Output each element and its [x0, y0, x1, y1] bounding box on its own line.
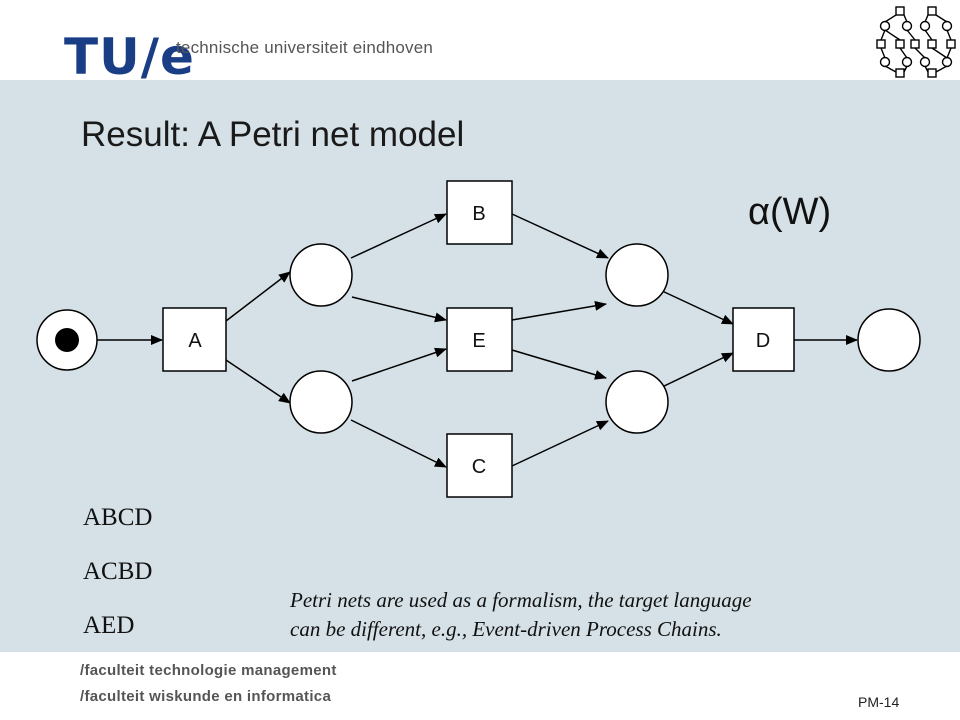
arc-e-p4: [511, 349, 607, 380]
trace-item: ABCD: [83, 504, 153, 531]
arc-b-p3: [511, 213, 609, 259]
arc-e-p3: [511, 300, 607, 321]
note-text: Petri nets are used as a formalism, the …: [290, 586, 930, 644]
arc-p3-d: [659, 289, 734, 325]
transition-b: [446, 180, 513, 245]
transition-label-b: B: [472, 203, 485, 225]
slide-title: Result: A Petri net model: [81, 115, 465, 154]
arc-p2-e: [351, 347, 447, 382]
place-p4: [605, 370, 669, 434]
token: [55, 328, 79, 352]
trace-item: ACBD: [83, 558, 153, 585]
arc-c-p4: [511, 420, 609, 467]
slide-header: TU/e technische universiteit eindhoven: [0, 0, 960, 84]
slide-footer: [0, 652, 960, 720]
transition-label-a: A: [188, 330, 202, 352]
place-p3: [605, 243, 669, 307]
trace-item: AED: [83, 612, 135, 639]
transition-a: [162, 307, 227, 372]
petri-net-logo-icon: [876, 6, 956, 78]
arc-a-p1: [225, 271, 291, 322]
place-end: [857, 308, 921, 372]
place-p1: [289, 243, 353, 307]
faculty-line: /faculteit technologie management: [80, 662, 337, 679]
tue-logo: TU/e: [64, 28, 195, 86]
place-p2: [289, 370, 353, 434]
arc-p4-d: [659, 352, 734, 389]
faculty-line: /faculteit wiskunde en informatica: [80, 688, 332, 705]
note-line: can be different, e.g., Event-driven Pro…: [290, 617, 722, 641]
note-line: Petri nets are used as a formalism, the …: [290, 588, 752, 612]
transition-label-e: E: [472, 330, 485, 352]
page-number: PM-14: [858, 694, 900, 710]
transition-e: [446, 307, 513, 372]
alpha-formula: α(W): [748, 191, 831, 233]
transition-c: [446, 433, 513, 498]
transition-label-d: D: [756, 330, 770, 352]
arc-p1-b: [350, 213, 447, 259]
arc-a-p2: [225, 359, 291, 404]
transition-label-c: C: [472, 456, 486, 478]
university-name: technische universiteit eindhoven: [176, 38, 434, 57]
arc-p2-c: [350, 419, 447, 468]
arc-p1-e: [351, 296, 447, 323]
transition-d: [732, 307, 795, 372]
